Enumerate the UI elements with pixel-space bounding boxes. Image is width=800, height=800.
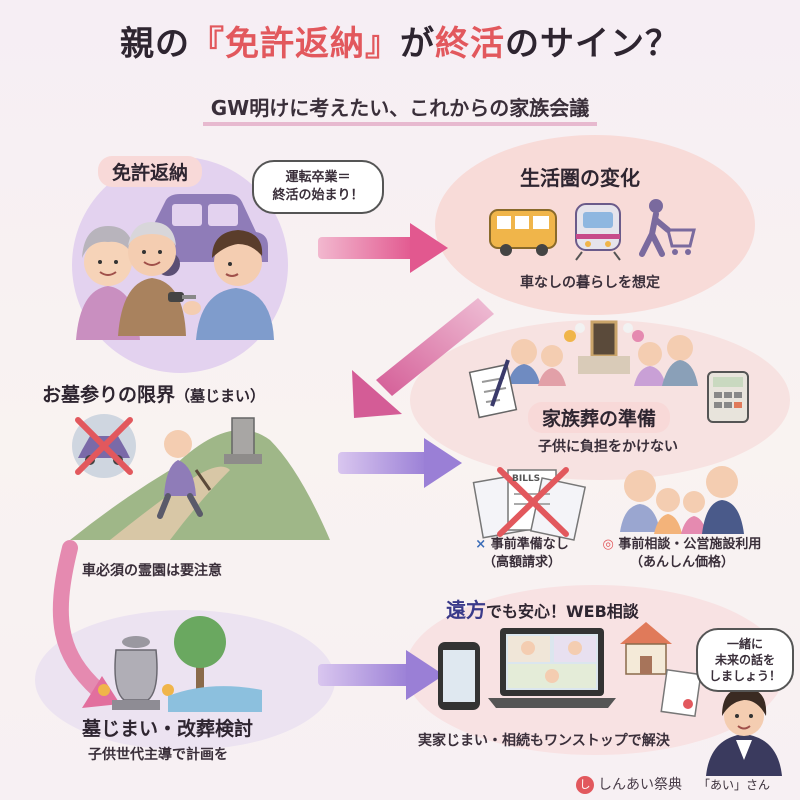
- mountain-hill: [70, 430, 330, 540]
- option-no-prep-line2: （高額請求）: [482, 555, 561, 570]
- happy-family-figures: [620, 466, 744, 534]
- assistant-speech-bubble: 一緒に 未来の話を しましょう！: [696, 628, 794, 692]
- license-bubble-line2: 終活の始まり！: [272, 188, 364, 203]
- web-heading-part1: 遠方: [446, 598, 486, 622]
- web-caption: 実家じまい・相続もワンストップで解決: [418, 733, 670, 749]
- web-heading: 遠方でも安心！WEB相談: [446, 594, 639, 623]
- title-accent: 『免許返納』: [190, 24, 400, 64]
- assistant-avatar: [706, 688, 782, 776]
- title-part3: のサイン？: [505, 24, 680, 64]
- young-man-figure: [183, 230, 274, 340]
- assistant-name: 「あい」さん: [698, 778, 771, 792]
- title-part2: が: [400, 24, 435, 64]
- contract-icon: [660, 668, 702, 718]
- option-no-prep: × 事前準備なし （高額請求）: [462, 536, 582, 572]
- option-pre-consult-mark: ◎: [602, 537, 614, 552]
- funeral-heading: 家族葬の準備: [528, 402, 671, 433]
- brand-mark: ししんあい祭典: [576, 774, 682, 794]
- tree-icon: [174, 616, 226, 692]
- bills-crossed-icon: [472, 467, 587, 541]
- walking-shopper-icon: [639, 199, 696, 257]
- arrow-reburial-to-web: [318, 650, 444, 700]
- brand-logo-icon: し: [576, 776, 594, 794]
- reburial-blob: [35, 610, 335, 750]
- reburial-heading: 墓じまい・改葬検討: [82, 718, 254, 740]
- arrow-license-to-life: [318, 223, 448, 273]
- page-title: 親の『免許返納』が終活のサイン？: [0, 16, 800, 65]
- train-icon: [575, 203, 621, 261]
- bus-icon: [489, 209, 557, 256]
- car-key-icon: [168, 292, 196, 302]
- praying-family-figures: [508, 335, 698, 386]
- grave-caption: 車必須の霊園は要注意: [82, 563, 222, 579]
- title-part1: 親の: [120, 24, 190, 64]
- assistant-bubble-line2: 未来の話を: [714, 653, 775, 667]
- option-no-prep-mark: ×: [475, 537, 487, 552]
- house-icon: [620, 622, 672, 675]
- sea-icon: [168, 686, 262, 712]
- license-heading: 免許返納: [98, 156, 203, 187]
- phone-icon: [438, 642, 480, 710]
- bills-label: BILLS: [512, 474, 541, 484]
- option-pre-consult-line2: （あんしん価格）: [629, 555, 734, 570]
- grave-heading: お墓参りの限界（墓じまい）: [42, 380, 265, 407]
- funeral-caption: 子供に負担をかけない: [538, 439, 678, 455]
- option-no-prep-line1: 事前準備なし: [490, 537, 569, 552]
- grandpa-figure: [118, 222, 186, 336]
- gravestone-icon: [224, 417, 262, 464]
- option-pre-consult-line1: 事前相談・公営施設利用: [618, 537, 762, 552]
- license-speech-bubble: 運転卒業＝ 終活の始まり！: [252, 160, 384, 214]
- brand-name: しんあい祭典: [598, 777, 682, 793]
- arrow-life-to-grave: [352, 298, 494, 418]
- climbing-elder-figure: [157, 430, 212, 519]
- document-pen-icon: [468, 359, 518, 419]
- life-caption: 車なしの暮らしを想定: [520, 275, 660, 291]
- web-heading-part2: でも安心！WEB相談: [486, 602, 639, 621]
- grave-heading-main: お墓参りの限界: [42, 384, 176, 406]
- assistant-bubble-line1: 一緒に: [726, 637, 763, 651]
- title-accent2: 終活: [435, 24, 505, 64]
- life-heading: 生活圏の変化: [520, 166, 640, 190]
- reburial-caption: 子供世代主導で計画を: [88, 747, 228, 763]
- urn-icon: [98, 636, 174, 710]
- subtitle-text: GW明けに考えたい、これからの家族会議: [202, 96, 598, 126]
- assistant-bubble-line3: しましょう！: [708, 669, 781, 683]
- car-crossed-icon: [72, 414, 136, 478]
- calculator-icon: [707, 371, 749, 423]
- license-bubble-line1: 運転卒業＝: [285, 170, 351, 185]
- option-pre-consult: ◎ 事前相談・公営施設利用 （あんしん価格）: [582, 536, 782, 572]
- laptop-icon: [488, 628, 616, 708]
- arrow-grave-to-funeral: [338, 438, 462, 488]
- page-subtitle: GW明けに考えたい、これからの家族会議: [0, 92, 800, 126]
- funeral-blob: [410, 320, 790, 480]
- altar-icon: [564, 320, 644, 374]
- grave-heading-note: （墓じまい）: [175, 387, 266, 405]
